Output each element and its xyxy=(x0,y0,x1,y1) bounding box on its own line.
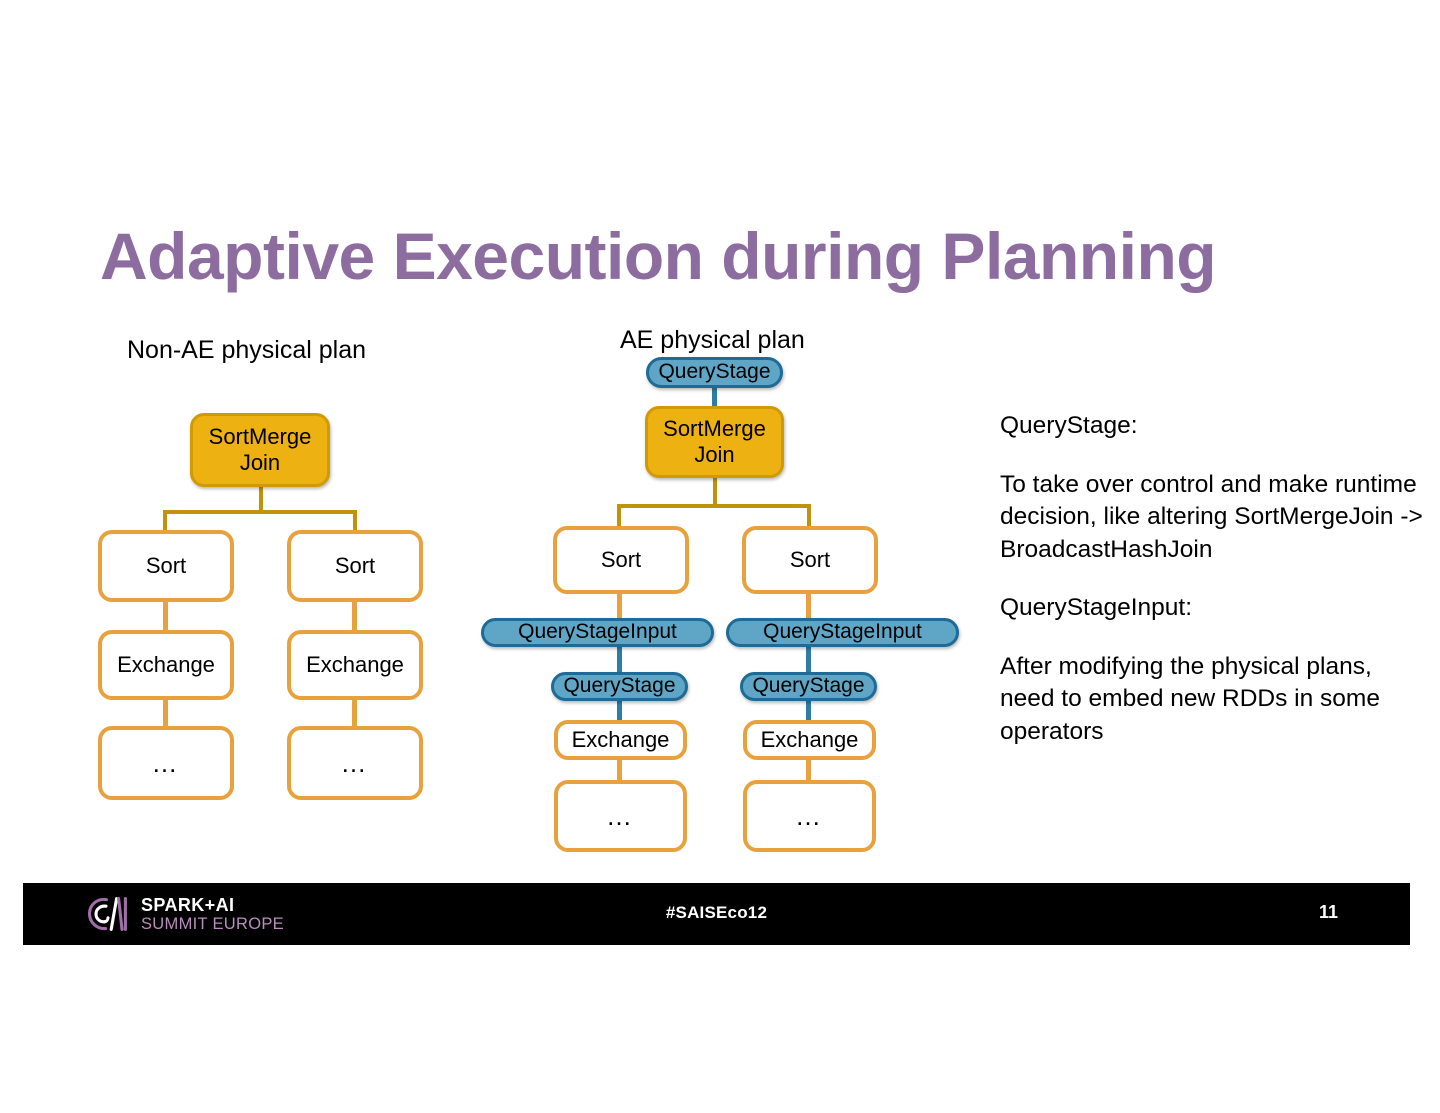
page-title: Adaptive Execution during Planning xyxy=(100,219,1217,293)
non-ae-connector-left-sort-exchange xyxy=(163,600,168,632)
non-ae-sort-right-label: Sort xyxy=(334,553,376,579)
non-ae-plan-caption: Non-AE physical plan xyxy=(127,336,367,364)
non-ae-connector-left-exchange-ellipsis xyxy=(163,698,168,728)
non-ae-node-sortmergejoin: SortMerge Join xyxy=(190,413,330,487)
ae-connector-right-sort-qsi xyxy=(806,592,811,620)
ae-connector-root-stem xyxy=(713,478,717,506)
footer-page-number: 11 xyxy=(1318,902,1338,922)
non-ae-connector-left-branch xyxy=(163,510,167,532)
notes-querystageinput-heading: QueryStageInput: xyxy=(1000,594,1193,622)
ae-plan-caption: AE physical plan xyxy=(620,326,805,354)
ae-node-querystage-left: QueryStage xyxy=(551,672,688,701)
ae-node-exchange-right: Exchange xyxy=(743,720,876,760)
ae-node-querystage-top: QueryStage xyxy=(646,357,783,388)
non-ae-node-sort-left: Sort xyxy=(98,530,234,602)
ae-node-sort-right: Sort xyxy=(742,526,878,594)
non-ae-connector-root-stem xyxy=(259,486,263,513)
non-ae-node-exchange-left: Exchange xyxy=(98,630,234,700)
ae-connector-right-qsi-qs xyxy=(806,645,811,675)
ae-node-ellipsis-right: … xyxy=(743,780,876,852)
notes-querystage-body: To take over control and make runtime de… xyxy=(1000,470,1423,563)
non-ae-exchange-left-label: Exchange xyxy=(117,652,215,678)
notes-panel: QueryStage: To take over control and mak… xyxy=(1000,410,1428,749)
ae-connector-left-qsi-qs xyxy=(617,645,622,675)
ae-node-exchange-left: Exchange xyxy=(554,720,687,760)
ae-connector-left-sort-qsi xyxy=(617,592,622,620)
non-ae-sortmergejoin-line1: SortMerge xyxy=(208,424,312,450)
non-ae-sort-left-label: Sort xyxy=(145,553,187,579)
ae-connector-bus xyxy=(619,504,809,508)
ae-connector-right-branch xyxy=(807,504,811,526)
non-ae-node-ellipsis-right: … xyxy=(287,726,423,800)
non-ae-sortmergejoin-line2: Join xyxy=(239,450,281,475)
ae-node-querystage-right: QueryStage xyxy=(740,672,877,701)
non-ae-ellipsis-right-label: … xyxy=(340,747,370,778)
ae-connector-left-branch xyxy=(617,504,621,526)
notes-querystageinput-body: After modifying the physical plans, need… xyxy=(1000,652,1380,746)
notes-querystage-heading: QueryStage: xyxy=(1000,412,1138,439)
ae-ellipsis-right-label: … xyxy=(795,800,824,831)
ae-connector-left-exchange-ellipsis xyxy=(617,756,622,782)
ae-connector-right-qs-exchange xyxy=(806,698,811,724)
ae-node-querystageinput-right: QueryStageInput xyxy=(726,618,959,647)
footer-hashtag: #SAISEco12 xyxy=(665,903,768,922)
ae-node-ellipsis-left: … xyxy=(554,780,687,852)
ae-exchange-left-label: Exchange xyxy=(571,727,670,753)
ae-connector-querystage-smj xyxy=(712,385,717,409)
non-ae-node-exchange-right: Exchange xyxy=(287,630,423,700)
non-ae-node-sort-right: Sort xyxy=(287,530,423,602)
non-ae-node-ellipsis-left: … xyxy=(98,726,234,800)
ae-sort-right-label: Sort xyxy=(789,547,831,573)
ae-querystageinput-left-label: QueryStageInput xyxy=(518,620,677,644)
ae-connector-right-exchange-ellipsis xyxy=(806,756,811,782)
logo-wordmark: SPARK+AI SUMMIT EUROPE xyxy=(141,896,284,933)
non-ae-ellipsis-left-label: … xyxy=(151,747,181,778)
non-ae-connector-bus xyxy=(165,510,355,514)
non-ae-connector-right-sort-exchange xyxy=(352,600,357,632)
logo-line-spark-ai: SPARK+AI xyxy=(141,894,235,915)
ae-querystage-top-label: QueryStage xyxy=(658,360,771,384)
spark-ai-summit-logo: SPARK+AI SUMMIT EUROPE xyxy=(86,892,284,936)
non-ae-connector-right-branch xyxy=(353,510,357,532)
non-ae-connector-right-exchange-ellipsis xyxy=(352,698,357,728)
logo-line-summit-europe: SUMMIT EUROPE xyxy=(141,914,284,933)
ae-exchange-right-label: Exchange xyxy=(760,727,859,753)
ae-querystage-right-label: QueryStage xyxy=(752,674,865,698)
ae-sort-left-label: Sort xyxy=(600,547,642,573)
non-ae-exchange-right-label: Exchange xyxy=(306,652,404,678)
ae-sortmergejoin-line2: Join xyxy=(694,442,735,467)
ae-ellipsis-left-label: … xyxy=(606,800,635,831)
ae-node-querystageinput-left: QueryStageInput xyxy=(481,618,714,647)
ae-querystageinput-right-label: QueryStageInput xyxy=(763,620,922,644)
ae-connector-left-qs-exchange xyxy=(617,698,622,724)
ae-sortmergejoin-line1: SortMerge xyxy=(663,416,766,442)
slide-footer: SPARK+AI SUMMIT EUROPE #SAISEco12 11 xyxy=(23,883,1410,945)
spark-logo-icon xyxy=(87,897,127,931)
ae-querystage-left-label: QueryStage xyxy=(563,674,676,698)
ae-node-sort-left: Sort xyxy=(553,526,689,594)
ae-node-sortmergejoin: SortMerge Join xyxy=(645,406,784,478)
